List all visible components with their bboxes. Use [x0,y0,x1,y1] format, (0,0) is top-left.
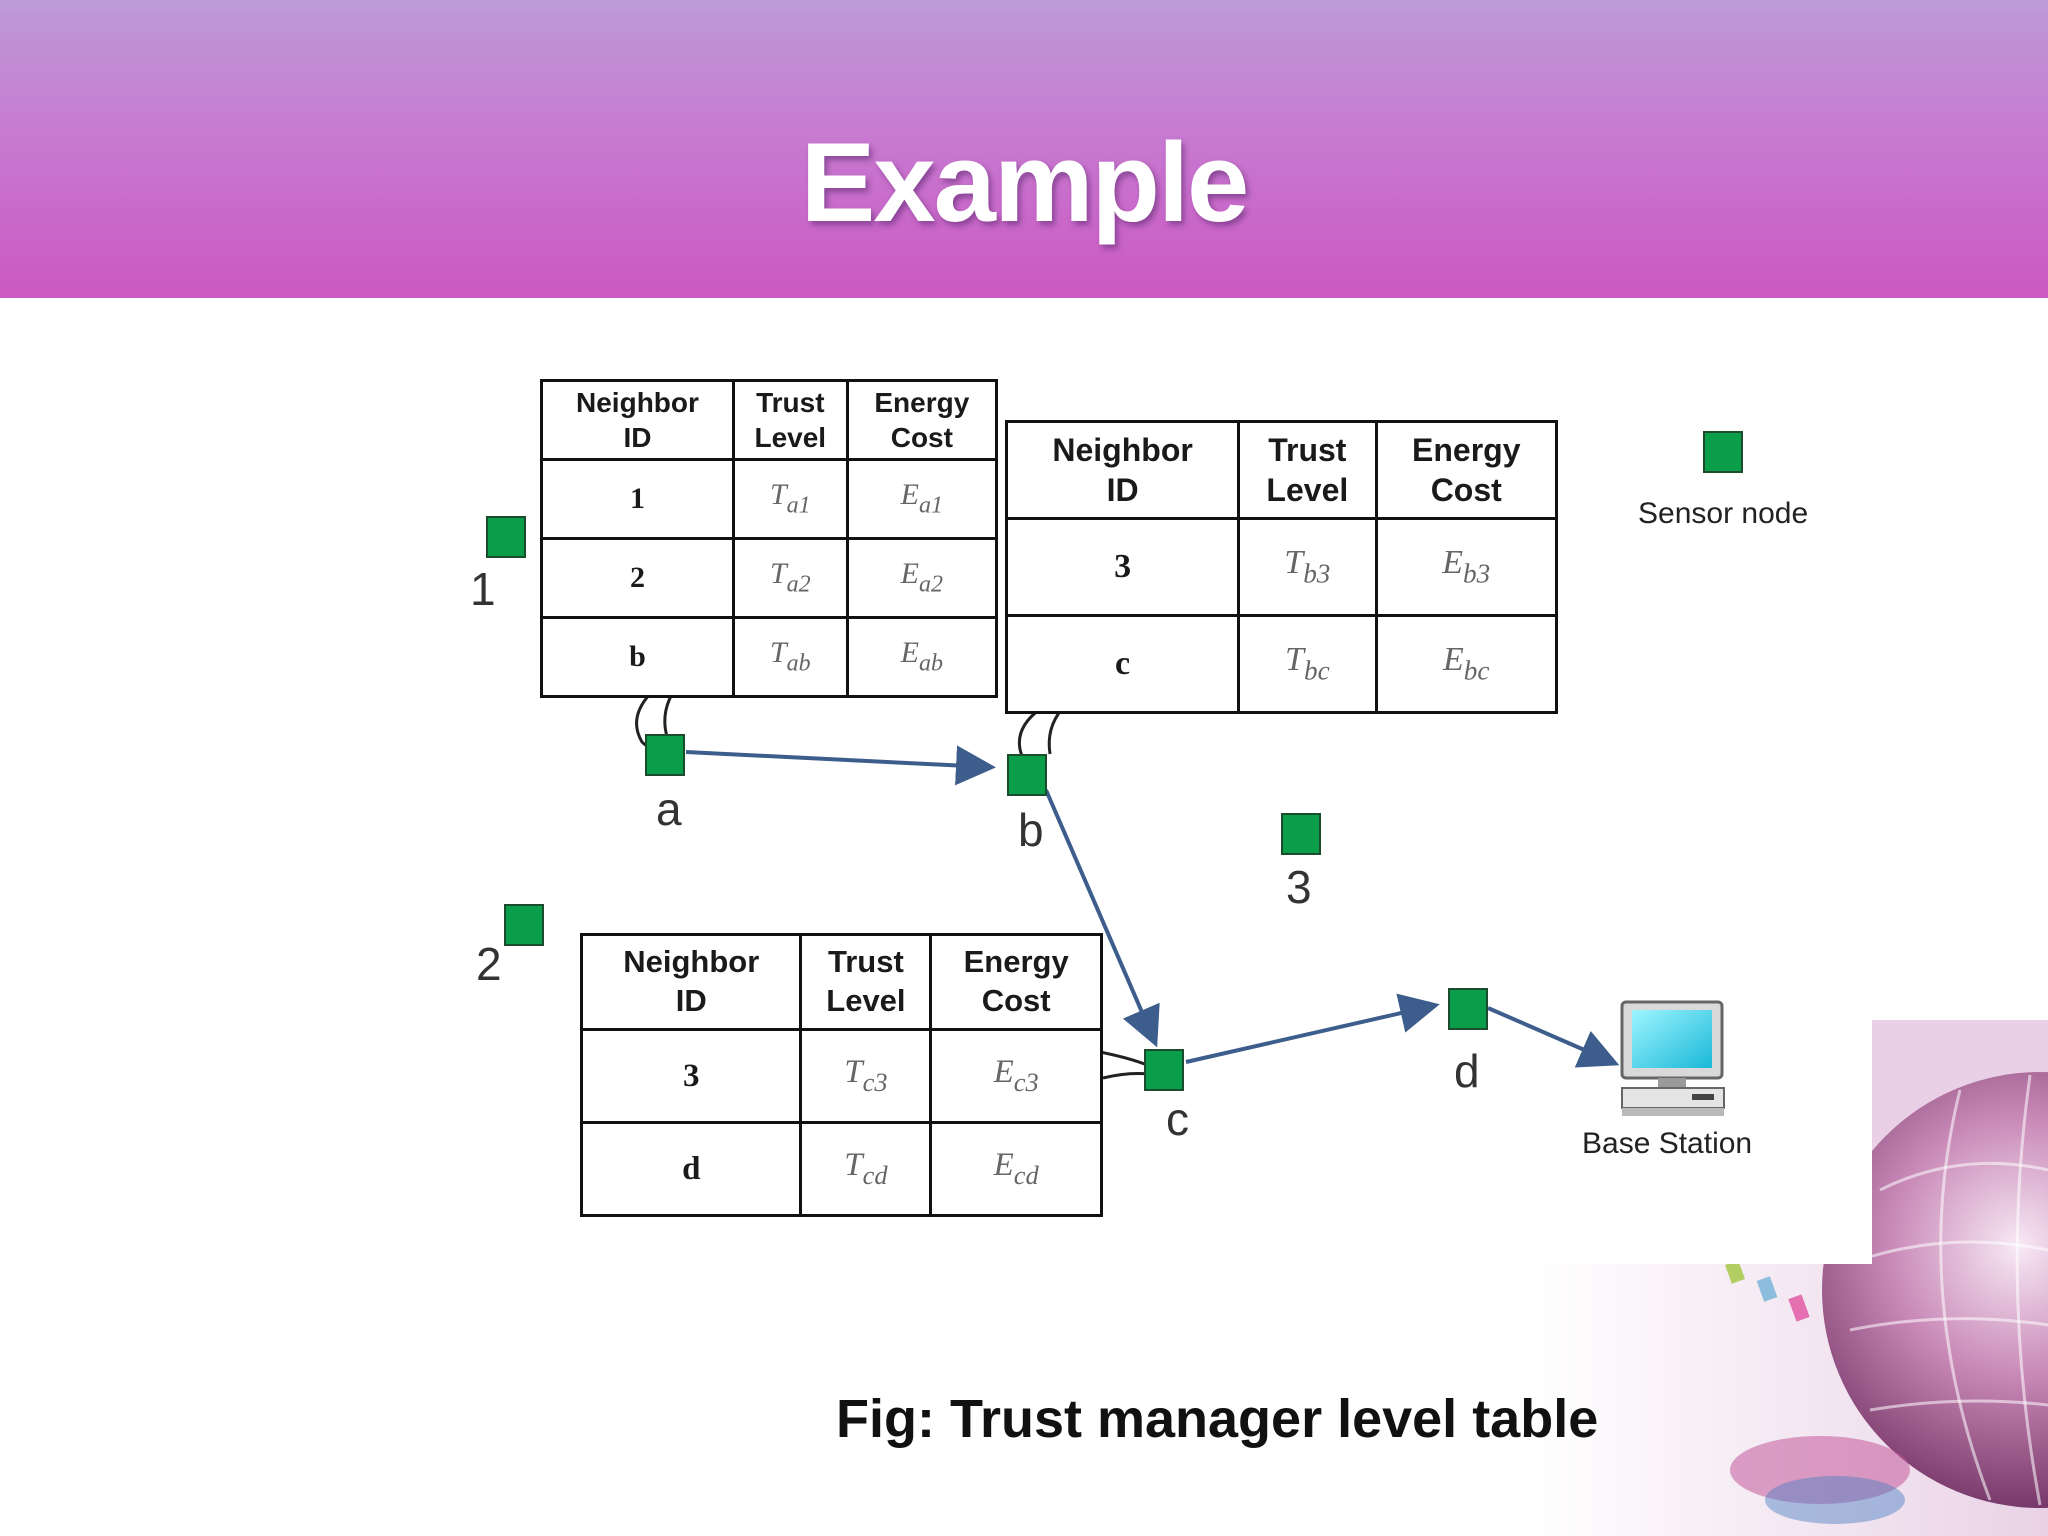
table-row: 3 Tc3 Ec3 [579,1028,1103,1124]
node-label-b: b [1018,804,1044,856]
node-label-2: 2 [476,938,502,990]
trust-level-cell: Tc3 [799,1028,933,1124]
base-station-icon [1620,1000,1725,1116]
node-label-c: c [1166,1093,1189,1145]
base-station-label: Base Station [1582,1127,1753,1160]
energy-cost-cell: Eab [845,616,999,698]
energy-cost-cell: Ea2 [845,537,999,619]
trust-level-cell: Tbc [1237,614,1378,714]
sensor-node-1 [486,516,526,558]
sensor-node-d [1448,988,1488,1030]
table-row: 1 Ta1 Ea1 [540,458,999,540]
sensor-node-c [1144,1049,1184,1091]
trust-level-cell: Ta1 [731,458,849,540]
energy-cost-cell: Ea1 [845,458,999,540]
neighbor-id-cell: 2 [540,537,735,619]
sensor-node-a [645,734,685,776]
table-row: b Tab Eab [540,616,999,698]
neighbor-id-cell: 1 [540,458,735,540]
trust-level-cell: Tab [731,616,849,698]
trust-level-cell: Tb3 [1237,517,1378,617]
title-banner [0,0,2048,298]
table-row: 3 Tb3 Eb3 [1004,517,1558,617]
legend-label: Sensor node [1638,497,1809,530]
neighbor-id-cell: d [579,1121,803,1217]
table-row: d Tcd Ecd [579,1121,1103,1217]
arrow-d-to-base [1487,1006,1620,1068]
node-label-d: d [1454,1045,1480,1097]
sensor-node-2 [504,904,544,946]
arrow-b-to-c [1044,789,1160,1048]
legend-sensor-node-icon [1703,431,1743,473]
table-b-connector [1017,707,1041,764]
energy-cost-cell: Ebc [1374,614,1558,714]
arrow-a-to-b [685,745,996,786]
trust-level-cell: Tcd [799,1121,933,1217]
node-label-3: 3 [1286,861,1312,913]
sensor-node-3 [1281,813,1321,855]
energy-cost-cell: Ecd [929,1121,1103,1217]
neighbor-id-cell: 3 [1004,517,1241,617]
neighbor-id-cell: b [540,616,735,698]
neighbor-id-cell: 3 [579,1028,803,1124]
trust-level-cell: Ta2 [731,537,849,619]
node-label-1: 1 [470,563,496,615]
table-c-connector-2 [1102,1072,1149,1080]
energy-cost-cell: Ec3 [929,1028,1103,1124]
energy-cost-cell: Eb3 [1374,517,1558,617]
table-row: c Tbc Ebc [1004,614,1558,714]
table-c-connector [1099,1050,1151,1068]
slide-title: Example [800,120,1250,245]
table-b-connector-2 [1047,708,1064,755]
table-row: 2 Ta2 Ea2 [540,537,999,619]
neighbor-id-cell: c [1004,614,1241,714]
arrow-c-to-d [1185,993,1440,1064]
sensor-node-b [1007,754,1047,796]
node-label-a: a [656,783,682,835]
figure-caption: Fig: Trust manager level table [836,1389,1599,1449]
table-a-connector-2 [663,693,674,741]
